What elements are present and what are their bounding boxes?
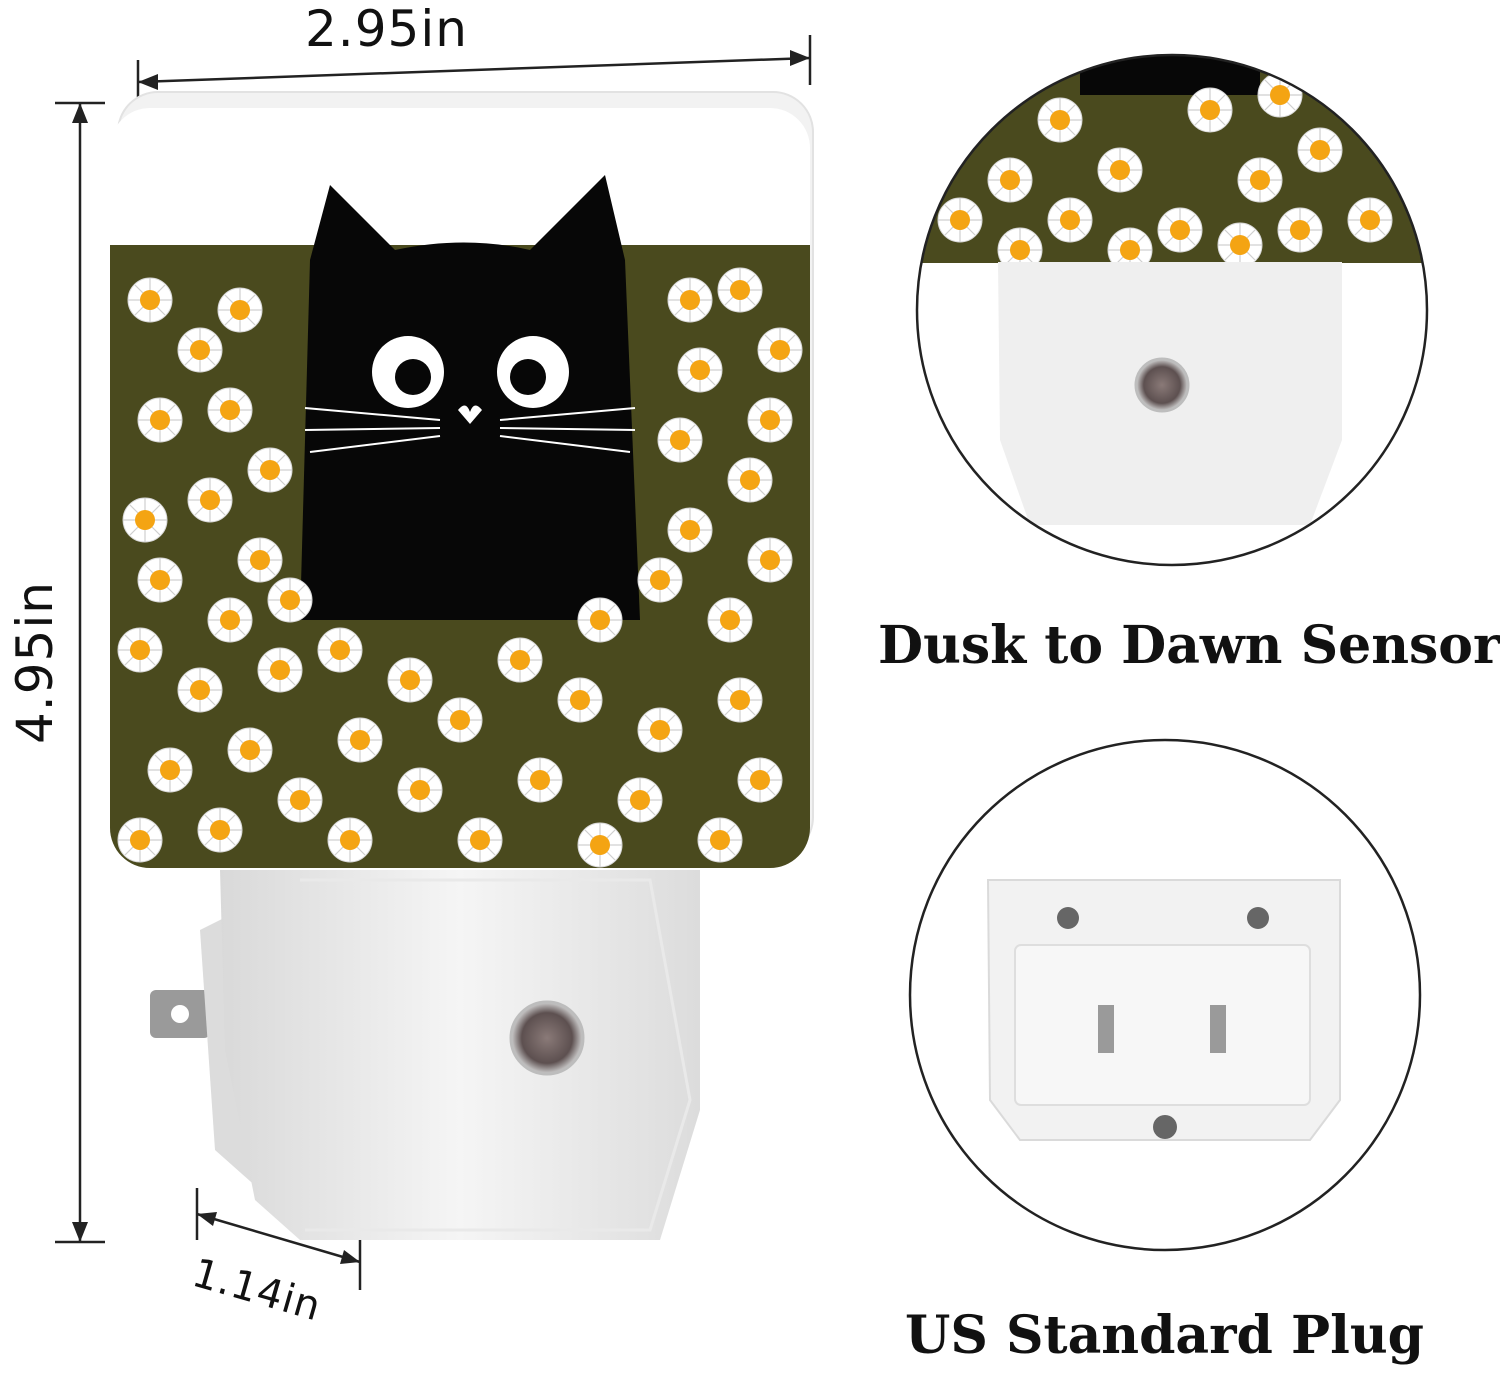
light-sensor-lens: [509, 1000, 585, 1076]
plug-caption: US Standard Plug: [905, 1305, 1425, 1366]
black-cat: [300, 175, 640, 620]
plug-detail-circle: [908, 738, 1422, 1252]
height-dimension-label: 4.95in: [6, 581, 64, 744]
sensor-detail-circle: [915, 53, 1429, 567]
depth-dimension-arrow: [195, 1188, 362, 1290]
sensor-caption: Dusk to Dawn Sensor: [878, 615, 1500, 676]
width-dimension-label: 2.95in: [305, 0, 468, 58]
height-dimension-arrow: [55, 101, 105, 1244]
plug-housing: [150, 870, 700, 1240]
cat-daisy-panel: [110, 108, 810, 868]
